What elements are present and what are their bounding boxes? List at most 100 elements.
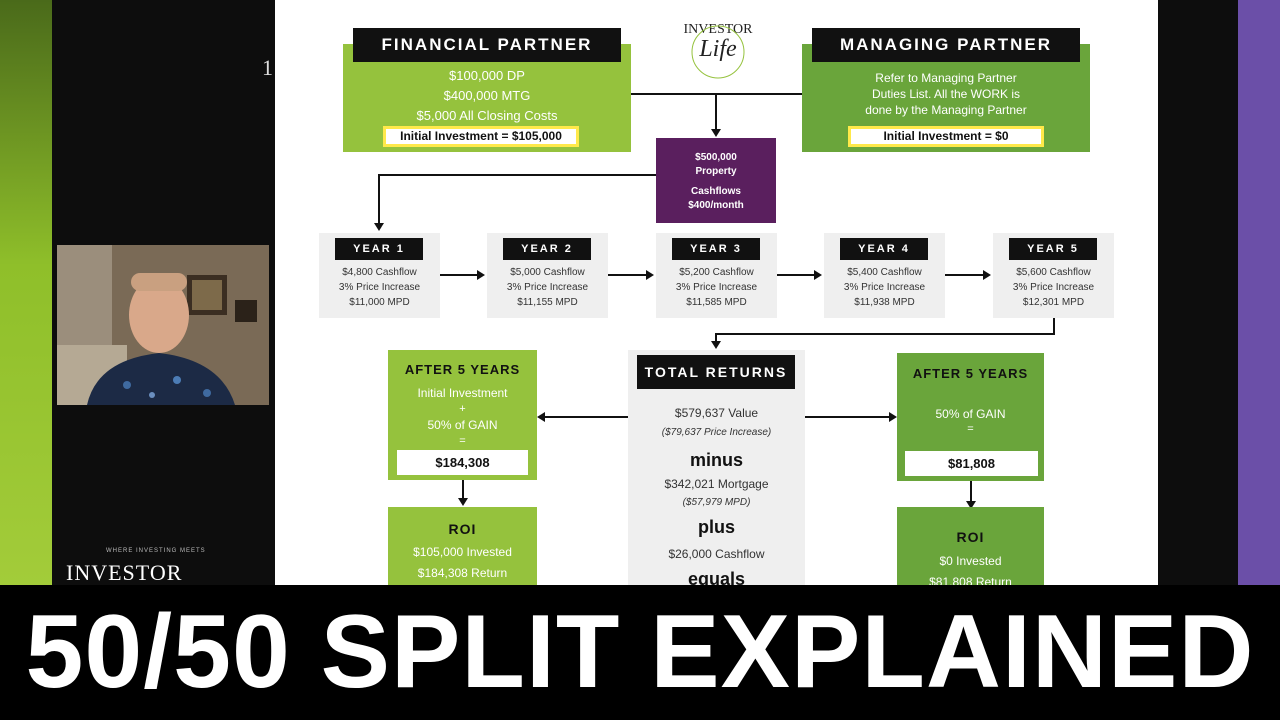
year-2-increase: 3% Price Increase	[506, 282, 589, 293]
logo-script: Life	[699, 36, 737, 62]
roi-left-box: ROI $105,000 Invested $184,308 Return	[388, 507, 537, 590]
arrow-y3-y4	[814, 270, 822, 280]
slide: INVESTOR Life $100,000 DP $400,000 MTG $…	[275, 0, 1158, 590]
after-right-title: AFTER 5 YEARS	[912, 366, 1029, 381]
caption-bar	[0, 585, 1280, 720]
webcam-video	[57, 245, 269, 405]
year-1-box: YEAR 1 $4,800 Cashflow 3% Price Increase…	[319, 233, 440, 318]
logo-top: INVESTOR	[683, 22, 753, 37]
year-4-increase: 3% Price Increase	[843, 282, 926, 293]
after-left-line-1: Initial Investment	[417, 386, 508, 400]
after-left-title: AFTER 5 YEARS	[404, 362, 521, 377]
connector-down-property	[715, 93, 717, 130]
arrow-y2-y3-line	[608, 274, 646, 276]
mp-line-2: Duties List. All the WORK is	[871, 87, 1021, 101]
brand-name: INVESTOR	[66, 560, 183, 585]
logo-ring-icon	[691, 25, 745, 79]
fp-dp: $100,000 DP	[449, 68, 525, 83]
year-1-title: YEAR 1	[335, 238, 423, 260]
total-value: $579,637 Value	[674, 406, 759, 420]
mp-investment: Initial Investment = $0	[848, 126, 1044, 147]
year-1-mpd: $11,000 MPD	[349, 297, 410, 308]
after-left-line-2: +	[459, 403, 466, 415]
financial-partner-title: FINANCIAL PARTNER	[353, 28, 621, 62]
year-3-box: YEAR 3 $5,200 Cashflow 3% Price Increase…	[656, 233, 777, 318]
arrow-down-roi-left	[458, 498, 468, 506]
year-5-title: YEAR 5	[1009, 238, 1097, 260]
total-plus: plus	[697, 517, 735, 537]
roi-left-return: $184,308 Return	[417, 566, 508, 580]
year-1-increase: 3% Price Increase	[338, 282, 421, 293]
managing-partner-title: MANAGING PARTNER	[812, 28, 1080, 62]
arrow-y2-y3	[646, 270, 654, 280]
arrow-y3-y4-line	[777, 274, 814, 276]
total-equals: equals	[687, 569, 746, 589]
fp-investment: Initial Investment = $105,000	[383, 126, 579, 147]
roi-right-title: ROI	[956, 529, 985, 545]
property-cashflows: Cashflows	[690, 186, 741, 197]
fp-closing: $5,000 All Closing Costs	[416, 108, 558, 123]
after-left-line-4: =	[459, 435, 466, 447]
property-box: $500,000 Property Cashflows $400/month	[656, 138, 776, 223]
connector-total-right	[805, 416, 889, 418]
investor-life-logo: INVESTOR Life	[673, 22, 763, 82]
roi-right-invested: $0 Invested	[939, 554, 1002, 568]
arrow-y4-y5	[983, 270, 991, 280]
total-mpd: ($57,979 MPD)	[682, 497, 751, 508]
total-price-increase: ($79,637 Price Increase)	[661, 427, 772, 438]
year-4-cashflow: $5,400 Cashflow	[847, 267, 922, 278]
roi-left-title: ROI	[448, 521, 477, 537]
arrow-y1-y2-line	[440, 274, 477, 276]
after-left-value: $184,308	[397, 450, 528, 475]
property-monthly: $400/month	[688, 200, 744, 211]
year-2-mpd: $11,155 MPD	[517, 297, 578, 308]
arrow-right-after	[889, 412, 897, 422]
year-5-cashflow: $5,600 Cashflow	[1016, 267, 1091, 278]
connector-roi-right	[970, 481, 972, 502]
total-cashflow: $26,000 Cashflow	[668, 547, 765, 561]
year-4-title: YEAR 4	[840, 238, 928, 260]
dark-panel-right	[1158, 0, 1238, 590]
year-4-mpd: $11,938 MPD	[854, 297, 915, 308]
year-2-box: YEAR 2 $5,000 Cashflow 3% Price Increase…	[487, 233, 608, 318]
year-2-cashflow: $5,000 Cashflow	[510, 267, 585, 278]
year-5-increase: 3% Price Increase	[1012, 282, 1095, 293]
mp-line-3: done by the Managing Partner	[865, 103, 1027, 117]
year-5-box: YEAR 5 $5,600 Cashflow 3% Price Increase…	[993, 233, 1114, 318]
after-left-line-3: 50% of GAIN	[427, 418, 498, 432]
total-returns-box: $579,637 Value ($79,637 Price Increase) …	[628, 350, 805, 590]
after-right-value: $81,808	[905, 451, 1038, 476]
year-2-title: YEAR 2	[503, 238, 591, 260]
year-3-mpd: $11,585 MPD	[686, 297, 747, 308]
roi-left-invested: $105,000 Invested	[413, 545, 512, 559]
year-3-increase: 3% Price Increase	[675, 282, 758, 293]
stray-glyph: 1	[262, 55, 273, 80]
connector-down-year1	[378, 174, 380, 224]
year-1-cashflow: $4,800 Cashflow	[342, 267, 417, 278]
total-returns-title: TOTAL RETURNS	[637, 355, 795, 389]
arrow-down-roi-right	[966, 501, 976, 509]
property-label: Property	[695, 166, 737, 177]
year-5-mpd: $12,301 MPD	[1022, 297, 1085, 308]
background-left	[0, 0, 60, 590]
property-price: $500,000	[695, 152, 737, 163]
connector-year5-down	[1053, 318, 1055, 334]
year-4-box: YEAR 4 $5,400 Cashflow 3% Price Increase…	[824, 233, 945, 318]
mp-line-1: Refer to Managing Partner	[875, 71, 1017, 85]
roi-right-box: ROI $0 Invested $81,808 Return	[897, 507, 1044, 590]
connector-roi-left	[462, 480, 464, 499]
connector-total-down	[715, 333, 717, 342]
fp-mtg: $400,000 MTG	[443, 88, 531, 103]
brand-logo-bottom: WHERE INVESTING MEETS INVESTOR	[66, 548, 205, 586]
arrow-down-year1	[374, 223, 384, 231]
caption-title: 50/50 SPLIT EXPLAINED	[25, 594, 1255, 710]
year-3-title: YEAR 3	[672, 238, 760, 260]
after-right-line-2: =	[967, 423, 974, 435]
arrow-left-after	[537, 412, 545, 422]
arrow-down-total	[711, 341, 721, 349]
connector-total-left	[545, 416, 628, 418]
arrow-y1-y2	[477, 270, 485, 280]
total-mortgage: $342,021 Mortgage	[664, 477, 769, 491]
arrow-y4-y5-line	[945, 274, 983, 276]
after-right-line-1: 50% of GAIN	[935, 407, 1006, 421]
